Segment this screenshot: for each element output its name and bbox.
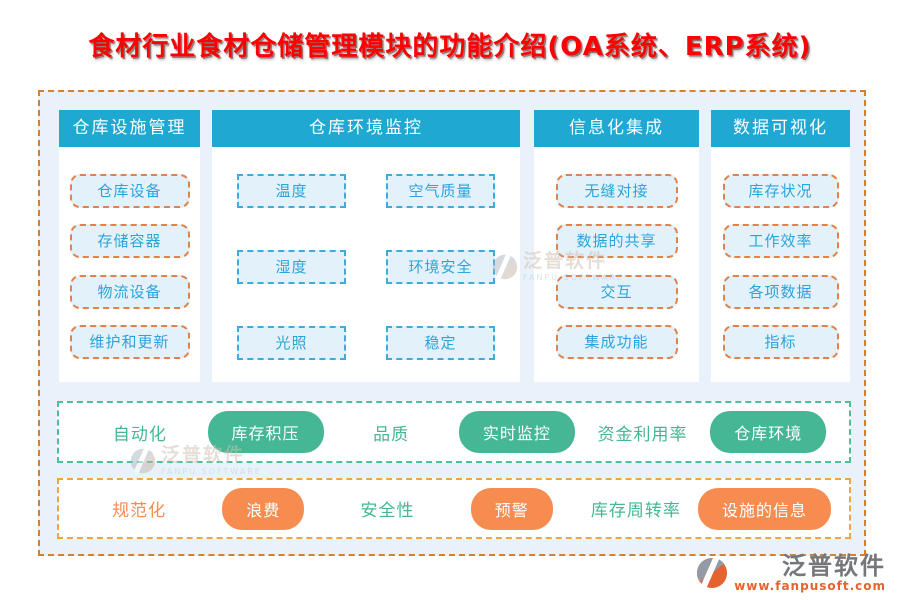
- column-header: 仓库环境监控: [212, 110, 520, 147]
- column-body: 无缝对接 数据的共享 交互 集成功能: [534, 147, 699, 382]
- band-label: 资金利用率: [597, 424, 688, 445]
- feature-item: 各项数据: [722, 274, 839, 309]
- band-label: 规范化: [112, 501, 167, 521]
- feature-item: 库存状况: [722, 174, 839, 208]
- feature-item: 空气质量: [386, 174, 495, 208]
- fanpu-logo-text: 泛普软件: [782, 552, 886, 580]
- band-pill: 设施的信息: [698, 487, 832, 530]
- column-informatization-integration: 信息化集成 无缝对接 数据的共享 交互 集成功能: [534, 110, 699, 382]
- fanpu-logo: 泛普软件 www.fanpusoft.com: [696, 554, 886, 592]
- feature-item: 温度: [237, 174, 346, 208]
- feature-item: 工作效率: [722, 224, 839, 259]
- feature-item: 交互: [555, 274, 678, 309]
- feature-item: 无缝对接: [555, 174, 678, 208]
- feature-item: 集成功能: [555, 324, 678, 359]
- column-data-visualization: 数据可视化 库存状况 工作效率 各项数据 指标: [711, 110, 850, 382]
- band-automation: 自动化 库存积压 品质 实时监控 资金利用率 仓库环境: [57, 401, 851, 463]
- band-pill: 仓库环境: [710, 411, 827, 453]
- column-environment-monitoring: 仓库环境监控 温度 空气质量 湿度 环境安全 光照 稳定: [212, 110, 520, 382]
- column-body: 库存状况 工作效率 各项数据 指标: [711, 147, 850, 382]
- feature-item: 指标: [722, 324, 839, 359]
- column-body: 仓库设备 存储容器 物流设备 维护和更新: [59, 147, 200, 382]
- column-header: 信息化集成: [534, 110, 699, 147]
- band-pill: 浪费: [222, 487, 305, 530]
- band-label: 自动化: [112, 424, 167, 445]
- feature-item: 维护和更新: [69, 324, 190, 359]
- feature-item: 湿度: [237, 250, 346, 284]
- feature-item: 光照: [237, 326, 346, 360]
- band-pill: 预警: [470, 487, 553, 530]
- band-label: 库存周转率: [590, 501, 681, 521]
- feature-item: 物流设备: [69, 274, 190, 309]
- band-label: 安全性: [360, 501, 415, 521]
- feature-item: 仓库设备: [69, 174, 190, 208]
- fanpu-logo-icon: [696, 557, 728, 589]
- feature-item: 数据的共享: [555, 224, 678, 259]
- band-standardization: 规范化 浪费 安全性 预警 库存周转率 设施的信息: [57, 478, 851, 539]
- column-facility-management: 仓库设施管理 仓库设备 存储容器 物流设备 维护和更新: [59, 110, 200, 382]
- fanpu-logo-url: www.fanpusoft.com: [734, 579, 886, 593]
- feature-item: 环境安全: [386, 250, 495, 284]
- column-header: 数据可视化: [711, 110, 850, 147]
- column-body: 温度 空气质量 湿度 环境安全 光照 稳定: [212, 147, 520, 382]
- column-header: 仓库设施管理: [59, 110, 200, 147]
- band-pill: 库存积压: [207, 411, 324, 453]
- feature-item: 稳定: [386, 326, 495, 360]
- band-label: 品质: [373, 424, 410, 445]
- feature-item: 存储容器: [69, 224, 190, 259]
- band-pill: 实时监控: [458, 411, 575, 453]
- page-title: 食材行业食材仓储管理模块的功能介绍(OA系统、ERP系统): [88, 32, 812, 62]
- diagram-container: 仓库设施管理 仓库设备 存储容器 物流设备 维护和更新 仓库环境监控 温度 空气…: [38, 90, 866, 556]
